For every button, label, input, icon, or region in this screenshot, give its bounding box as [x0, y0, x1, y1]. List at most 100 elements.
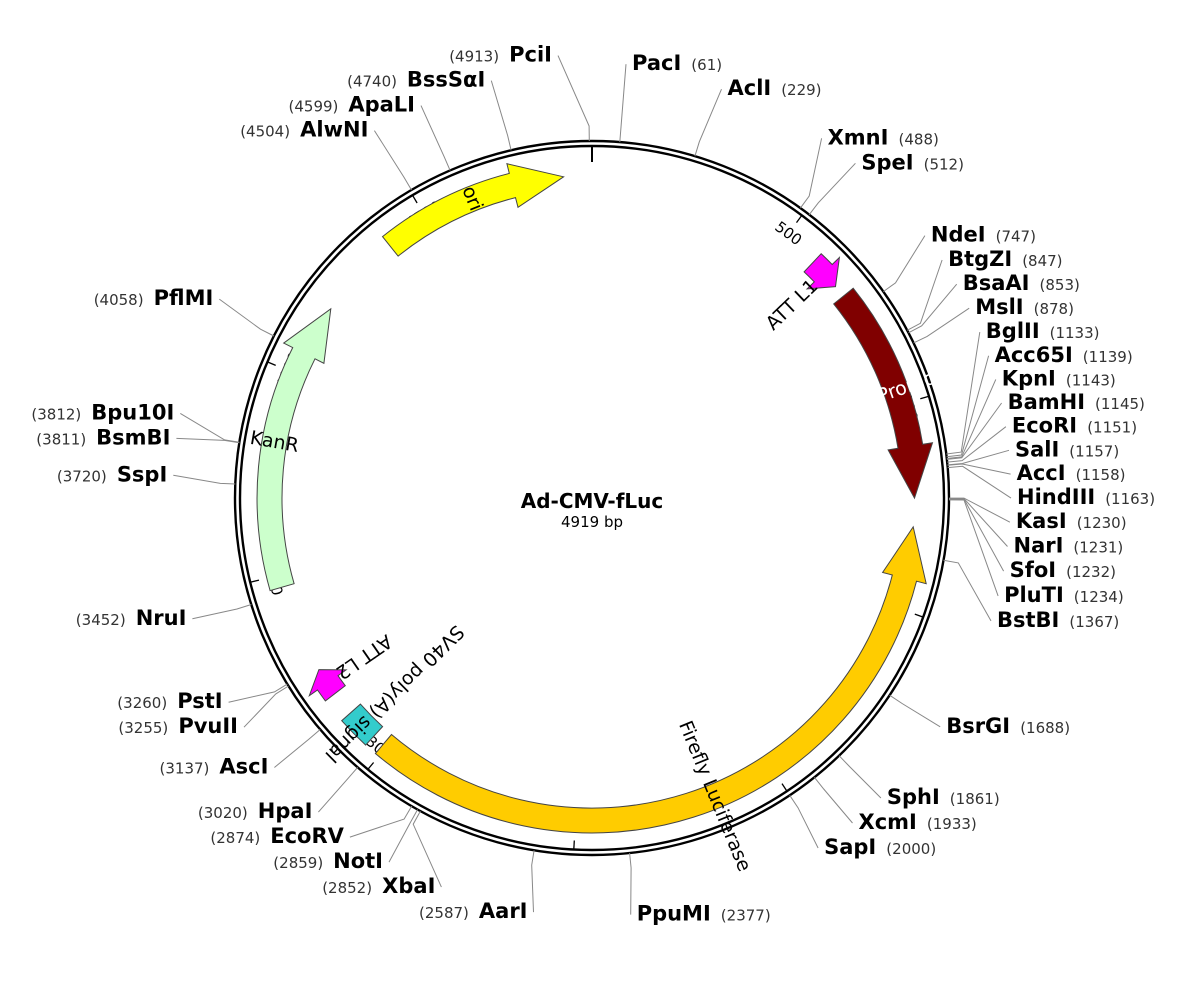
- tick-mark: [367, 762, 375, 770]
- site-sspi[interactable]: SspI(3720): [57, 462, 236, 486]
- site-nrui[interactable]: NruI(3452): [76, 604, 252, 630]
- site-leader-line: [274, 729, 321, 768]
- site-leader-line: [420, 105, 451, 171]
- site-ecori[interactable]: EcoRI(1151): [947, 414, 1137, 463]
- site-leader-line: [180, 412, 240, 443]
- site-leader-line: [799, 138, 823, 209]
- site-btgzi[interactable]: BtgZI(847): [906, 247, 1063, 331]
- site-xbai[interactable]: XbaI(2852): [322, 810, 442, 898]
- site-position: (3137): [160, 760, 210, 778]
- site-name: PpuMI: [637, 902, 711, 926]
- feature-shape[interactable]: [256, 307, 332, 592]
- site-position: (229): [781, 81, 821, 99]
- site-sphi[interactable]: SphI (1861): [838, 755, 1000, 809]
- site-position: (1157): [1069, 442, 1119, 460]
- site-ecorv[interactable]: EcoRV(2874): [210, 805, 413, 848]
- site-name: SphI: [887, 785, 940, 809]
- feature-shape[interactable]: [803, 252, 841, 290]
- site-spei[interactable]: SpeI(512): [808, 150, 964, 216]
- site-name: NdeI: [931, 223, 986, 247]
- site-position: (1158): [1076, 466, 1126, 484]
- feature-shape[interactable]: [381, 163, 565, 257]
- site-hindiii[interactable]: HindIII(1163): [947, 465, 1155, 509]
- site-leader-line: [946, 402, 1003, 460]
- site-psti[interactable]: PstI(3260): [117, 683, 288, 713]
- feature-shape[interactable]: [308, 669, 348, 702]
- site-paci[interactable]: PacI(61): [619, 51, 722, 143]
- site-kasi[interactable]: KasI(1230): [949, 497, 1127, 533]
- plasmid-name: Ad-CMV-fLuc: [521, 489, 664, 513]
- site-name: KpnI: [1002, 366, 1056, 390]
- site-position: (2000): [886, 840, 936, 858]
- site-name: BsmBI: [96, 425, 170, 449]
- site-apali[interactable]: ApaLI(4599): [289, 93, 451, 171]
- site-hpai[interactable]: HpaI(3020): [198, 766, 359, 823]
- site-sfoi[interactable]: SfoI(1232): [948, 498, 1116, 582]
- site-bsmbi[interactable]: BsmBI (3811): [36, 425, 240, 449]
- site-acci[interactable]: AccI(1158): [947, 461, 1126, 485]
- site-name: EcoRI: [1012, 414, 1077, 438]
- feature-att-l1[interactable]: ATT L1: [762, 252, 841, 335]
- site-ndei[interactable]: NdeI(747): [883, 223, 1036, 293]
- site-position: (3720): [57, 467, 107, 485]
- site-name: NotI: [333, 849, 383, 873]
- site-bglii[interactable]: BglII(1133): [946, 319, 1100, 455]
- site-sapi[interactable]: SapI(2000): [789, 795, 936, 859]
- site-name: BstBI: [997, 608, 1059, 632]
- site-bstbi[interactable]: BstBI(1367): [943, 559, 1120, 632]
- feature-ori[interactable]: ori: [381, 163, 565, 257]
- site-bsaai[interactable]: BsaAI(853): [908, 271, 1080, 334]
- site-leader-line: [814, 776, 853, 824]
- site-position: (3020): [198, 804, 248, 822]
- site-leader-line: [388, 809, 419, 863]
- site-position: (2874): [210, 829, 260, 847]
- feature-label: KanR: [248, 427, 300, 457]
- site-position: (3812): [31, 405, 81, 423]
- site-name: PflMI: [154, 286, 214, 310]
- site-bamhi[interactable]: BamHI(1145): [946, 390, 1145, 460]
- site-position: (853): [1040, 276, 1080, 294]
- site-leader-line: [808, 162, 856, 216]
- site-name: PstI: [177, 689, 222, 713]
- site-acc65i[interactable]: Acc65I(1139): [946, 343, 1133, 458]
- site-pcii[interactable]: PciI(4913): [449, 43, 590, 142]
- site-alwni[interactable]: AlwNI(4504): [240, 118, 412, 191]
- site-leader-line: [243, 685, 289, 728]
- site-ppumi[interactable]: PpuMI (2377): [629, 852, 771, 926]
- site-xcmi[interactable]: XcmI(1933): [814, 776, 977, 834]
- site-pvuii[interactable]: PvuII(3255): [118, 685, 289, 738]
- site-bsssαi[interactable]: BssSαI(4740): [347, 68, 512, 151]
- site-noti[interactable]: NotI(2859): [273, 809, 419, 874]
- site-pluti[interactable]: PluTI(1234): [948, 499, 1124, 607]
- site-sali[interactable]: SalI(1157): [947, 437, 1120, 466]
- site-position: (2377): [721, 907, 771, 925]
- site-position: (512): [924, 155, 964, 173]
- site-position: (1133): [1050, 324, 1100, 342]
- tick-mark: [795, 215, 803, 223]
- site-bsrgi[interactable]: BsrGI(1688): [889, 694, 1070, 738]
- site-kpni[interactable]: KpnI(1143): [946, 366, 1116, 459]
- site-name: PacI: [632, 51, 681, 75]
- site-name: ApaLI: [348, 93, 415, 117]
- site-bpu10i[interactable]: Bpu10I(3812): [31, 400, 240, 443]
- site-pflmi[interactable]: PflMI(4058): [94, 286, 275, 337]
- site-xmni[interactable]: XmnI(488): [799, 125, 939, 209]
- site-leader-line: [629, 852, 632, 915]
- site-acli[interactable]: AclI(229): [694, 76, 822, 157]
- tick-mark: [920, 395, 930, 400]
- site-name: XmnI: [828, 125, 889, 149]
- site-position: (1861): [950, 790, 1000, 808]
- site-leader-line: [192, 604, 252, 620]
- site-msli[interactable]: MslI(878): [913, 295, 1074, 344]
- site-leader-line: [946, 332, 981, 455]
- site-nari[interactable]: NarI(1231): [949, 498, 1123, 558]
- site-leader-line: [908, 283, 958, 334]
- site-leader-line: [531, 850, 535, 913]
- site-position: (3811): [36, 430, 86, 448]
- feature-label: ATT L1: [762, 275, 823, 335]
- site-aari[interactable]: AarI(2587): [419, 850, 535, 923]
- feature-shape[interactable]: [832, 287, 934, 500]
- feature-shape[interactable]: [374, 525, 927, 834]
- feature-shape[interactable]: [340, 703, 384, 746]
- site-asci[interactable]: AscI(3137): [160, 729, 321, 779]
